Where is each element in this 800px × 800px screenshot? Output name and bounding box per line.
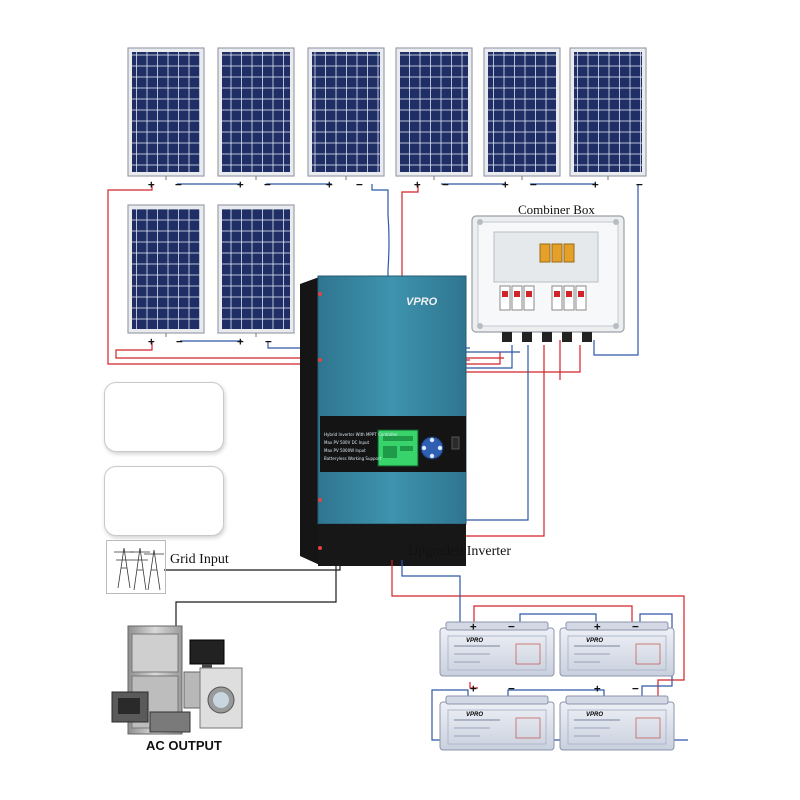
inverter-spec-line: Batteryless Working Support xyxy=(324,456,382,461)
mounting-kit-callout xyxy=(104,466,224,536)
positive-terminal-mark: + xyxy=(502,178,509,191)
solar-panel xyxy=(395,47,473,180)
grid-icon-frame xyxy=(106,540,166,594)
breaker xyxy=(551,285,563,311)
solar-panel xyxy=(569,47,647,180)
breaker xyxy=(523,285,535,311)
power-tower-icon xyxy=(114,547,164,591)
battery: VPRO xyxy=(559,621,675,677)
positive-terminal-mark: + xyxy=(326,178,333,191)
inverter-spec-line: Max PV 5000W Input xyxy=(324,448,366,453)
positive-terminal-mark: + xyxy=(237,178,244,191)
negative-terminal-mark: − xyxy=(356,178,363,191)
battery-brand-logo: VPRO xyxy=(586,638,603,644)
negative-terminal-mark: − xyxy=(442,178,449,191)
solar-panel xyxy=(307,47,385,180)
negative-terminal-mark: − xyxy=(264,178,271,191)
cable-callout xyxy=(104,382,224,452)
combiner-box-drawing xyxy=(471,215,625,342)
inverter-spec-panel: Hybrid Inverter With MPPT Controller Max… xyxy=(324,432,398,461)
positive-terminal-mark: + xyxy=(148,335,155,348)
appliances-icon xyxy=(111,625,243,735)
grid-input-label: Grid Input xyxy=(170,552,229,567)
negative-terminal-mark: − xyxy=(632,620,639,633)
battery-brand-logo: VPRO xyxy=(586,712,603,718)
combiner-box-label: Combiner Box xyxy=(518,202,595,217)
breaker xyxy=(563,285,575,311)
battery: VPRO xyxy=(439,695,555,751)
cable-gland xyxy=(502,332,512,342)
inverter-brand-logo: VPRO xyxy=(406,296,438,308)
battery-brand-logo: VPRO xyxy=(466,638,483,644)
positive-terminal-mark: + xyxy=(148,178,155,191)
negative-terminal-mark: − xyxy=(176,335,183,348)
solar-panel xyxy=(127,204,205,337)
negative-terminal-mark: − xyxy=(508,682,515,695)
battery: VPRO xyxy=(559,695,675,751)
positive-terminal-mark: + xyxy=(594,620,601,633)
negative-terminal-mark: − xyxy=(508,620,515,633)
cable-gland xyxy=(562,332,572,342)
breaker xyxy=(499,285,511,311)
cable-gland xyxy=(522,332,532,342)
inverter-label: Upgraded Inverter xyxy=(408,544,512,559)
cable-gland xyxy=(542,332,552,342)
inverter-spec-line: Max PV 500V DC Input xyxy=(324,440,370,445)
breaker xyxy=(511,285,523,311)
positive-terminal-mark: + xyxy=(237,335,244,348)
ac-output-label: AC OUTPUT xyxy=(146,738,222,753)
negative-terminal-mark: − xyxy=(175,178,182,191)
positive-terminal-mark: + xyxy=(414,178,421,191)
battery-brand-logo: VPRO xyxy=(466,712,483,718)
inverter-drawing xyxy=(300,275,467,566)
solar-panel xyxy=(127,47,205,180)
solar-panel-array xyxy=(127,47,647,337)
positive-terminal-mark: + xyxy=(470,682,477,695)
negative-terminal-mark: − xyxy=(636,178,643,191)
positive-terminal-mark: + xyxy=(470,620,477,633)
negative-terminal-mark: − xyxy=(632,682,639,695)
solar-panel xyxy=(483,47,561,180)
battery-bank: VPRO VPRO VPRO VPRO xyxy=(439,621,675,751)
cable-gland xyxy=(582,332,592,342)
battery: VPRO xyxy=(439,621,555,677)
inverter-spec-line: Hybrid Inverter With MPPT Controller xyxy=(324,432,398,437)
positive-terminal-mark: + xyxy=(594,682,601,695)
negative-terminal-mark: − xyxy=(530,178,537,191)
positive-terminal-mark: + xyxy=(592,178,599,191)
solar-panel xyxy=(217,204,295,337)
negative-terminal-mark: − xyxy=(265,335,272,348)
breaker xyxy=(575,285,587,311)
solar-panel xyxy=(217,47,295,180)
